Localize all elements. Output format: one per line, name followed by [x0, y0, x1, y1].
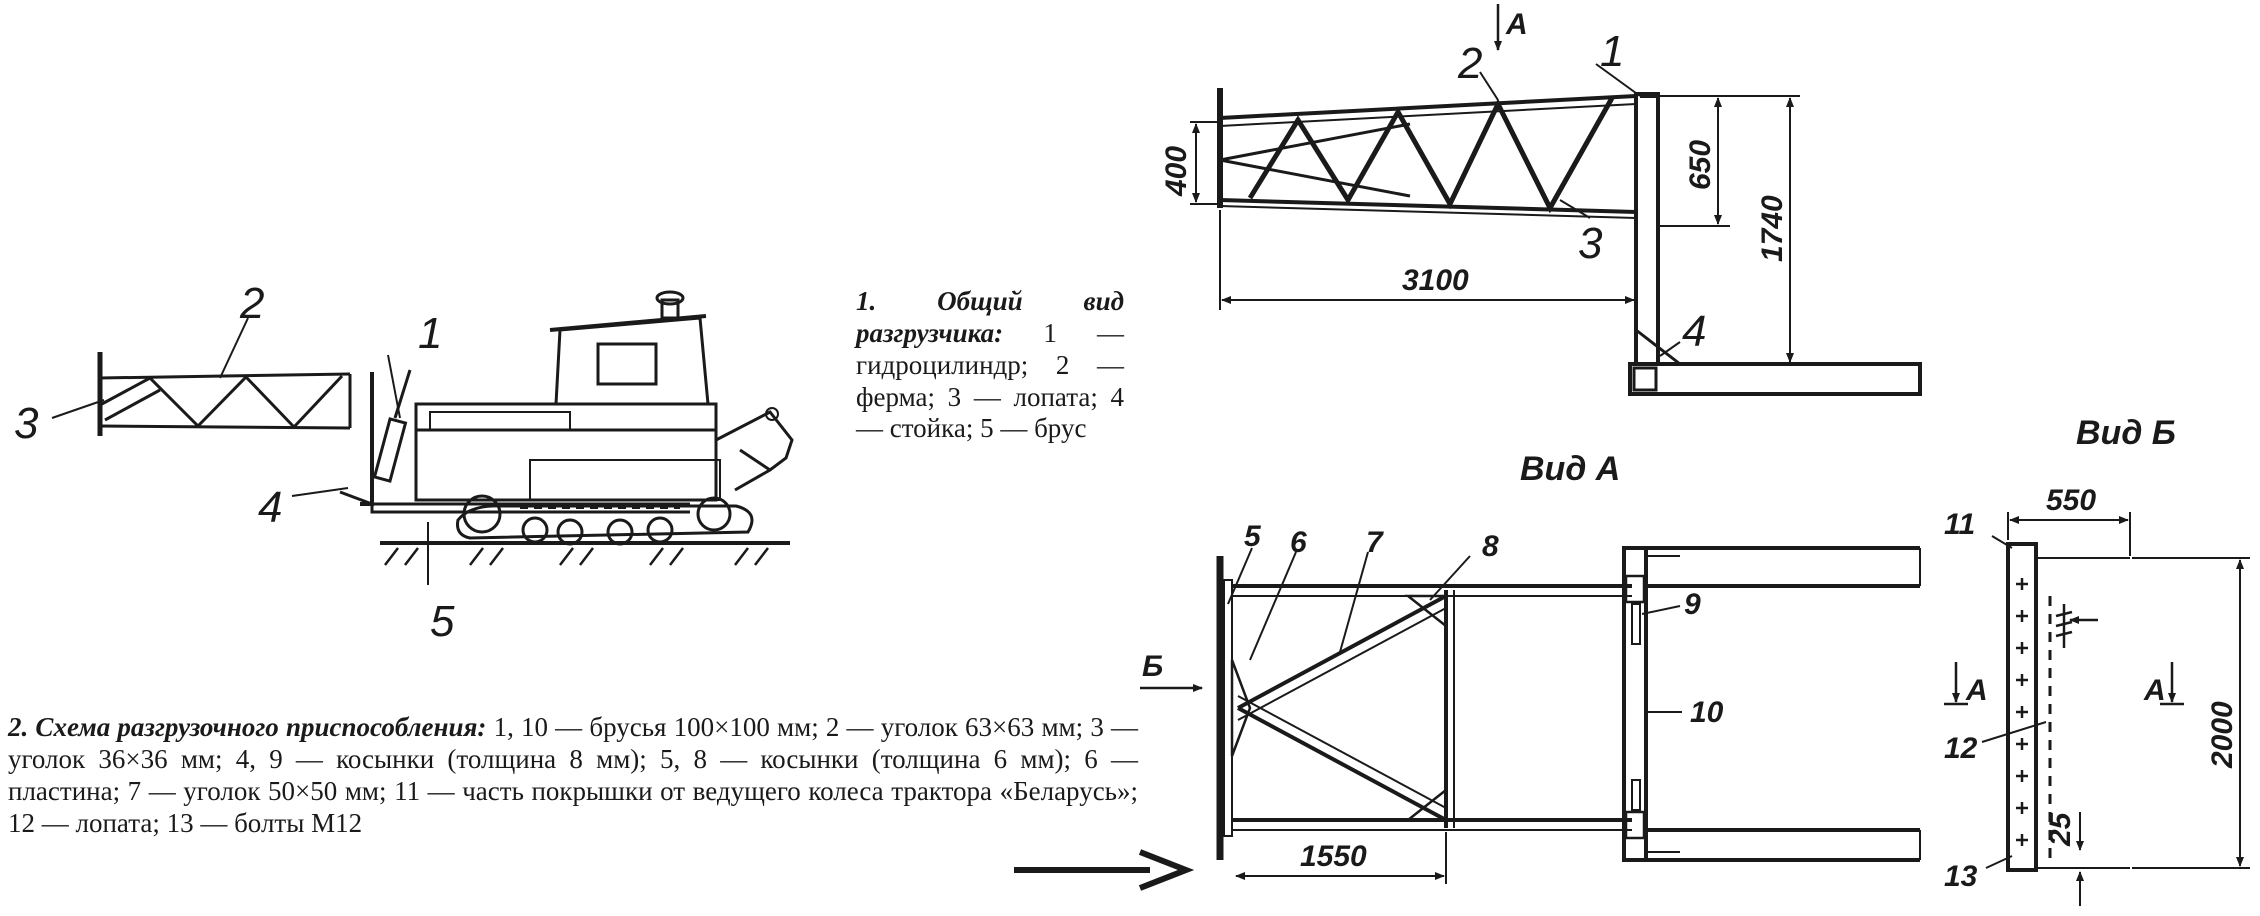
callout-leaders — [51, 317, 429, 585]
side-callout-4: 4 — [1682, 307, 1706, 356]
callout-2: 2 — [239, 279, 264, 328]
tractor-general-view — [51, 290, 794, 585]
figure2-caption-title: 2. Схема разгрузочного приспособления: — [8, 712, 487, 742]
plan-callout-6: 6 — [1290, 526, 1307, 559]
section-label-a-left: A — [1965, 674, 1988, 707]
bolt-marks — [2016, 578, 2028, 846]
plan-callout-7: 7 — [1366, 526, 1384, 559]
figure2-caption: 2. Схема разгрузочного приспособления: 1… — [8, 712, 1138, 839]
dim-3100: 3100 — [1402, 264, 1469, 297]
callout-5: 5 — [430, 597, 455, 646]
plan-view — [1216, 546, 1921, 862]
blade-view-dimensions — [2007, 512, 2250, 906]
side-callout-2: 2 — [1457, 39, 1482, 88]
figure1-caption: 1. Общий вид разгрузчика: 1 — гидроцилин… — [856, 286, 1124, 445]
dim-650: 650 — [1684, 140, 1717, 190]
callout-4: 4 — [258, 483, 282, 532]
dim-550: 550 — [2046, 484, 2096, 517]
dim-1740: 1740 — [1756, 195, 1789, 262]
plan-callout-8: 8 — [1482, 530, 1499, 563]
dim-400: 400 — [1160, 146, 1193, 197]
view-a-title: Вид А — [1520, 450, 1620, 488]
figure1-caption-title: 1. Общий вид разгрузчика: — [856, 286, 1124, 348]
dim-1550: 1550 — [1300, 840, 1367, 873]
plan-callout-5: 5 — [1244, 520, 1262, 553]
blade-callout-11: 11 — [1944, 508, 1975, 541]
ground-hatching — [384, 547, 769, 566]
figure2-caption-body: 1, 10 — брусья 100×100 мм; 2 — уголок 63… — [8, 712, 1138, 838]
blade-callout-13: 13 — [1944, 860, 1978, 893]
figure1-caption-body: 1 — гидроцилиндр; 2 — ферма; 3 — лопата;… — [856, 317, 1124, 444]
side-view-labels: A 1 2 3 4 3100 400 650 1740 — [1160, 8, 1789, 356]
beam — [339, 490, 690, 514]
blade-view-labels: Вид Б 550 2000 25 A A 11 12 13 — [1944, 414, 2239, 893]
plan-view-dimensions — [1140, 684, 1447, 884]
dim-2000: 2000 — [2206, 701, 2239, 769]
callout-1: 1 — [418, 309, 442, 358]
plan-callout-9: 9 — [1684, 588, 1701, 621]
plan-view-labels: Вид А Б 5 6 7 8 9 10 1550 — [1142, 450, 1724, 873]
side-callout-1: 1 — [1600, 27, 1624, 76]
blade-view — [1944, 535, 2184, 872]
hydraulic-cylinder — [372, 369, 412, 483]
rack — [360, 372, 374, 506]
view-b-title: Вид Б — [2076, 414, 2176, 452]
figure1-callout-labels: 1 2 3 4 5 — [14, 279, 455, 646]
track — [456, 494, 754, 546]
view-a-arrow-label: A — [1505, 8, 1528, 41]
side-callout-3: 3 — [1578, 219, 1603, 268]
blade-callout-12: 12 — [1944, 732, 1978, 765]
truss — [97, 352, 352, 436]
section-label-a-right: A — [2143, 674, 2166, 707]
side-view — [1217, 63, 1922, 396]
pointer-arrow — [1014, 849, 1195, 891]
tractor-body — [414, 290, 794, 502]
side-view-dimensions — [1190, 4, 1800, 363]
dim-25: 25 — [2044, 811, 2077, 847]
view-b-arrow-label: Б — [1142, 650, 1163, 683]
plan-callout-10: 10 — [1690, 696, 1724, 729]
callout-3: 3 — [14, 399, 39, 448]
